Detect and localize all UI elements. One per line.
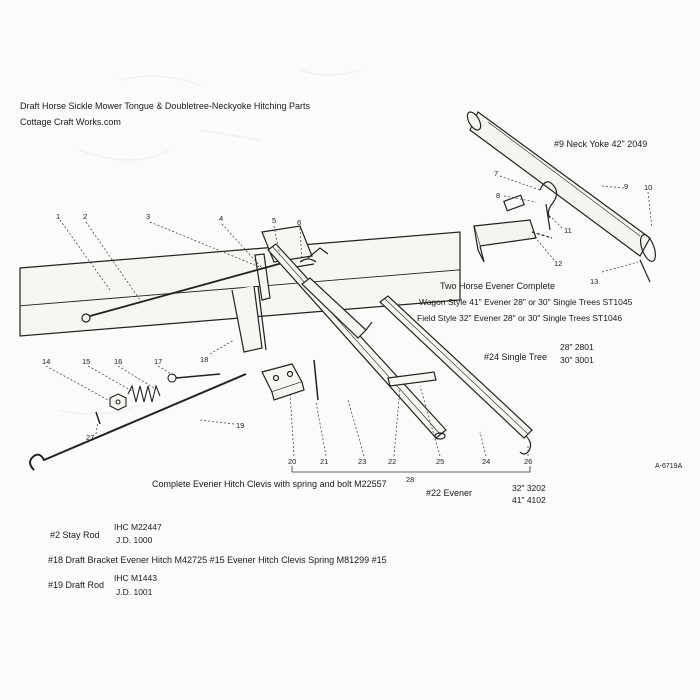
- callout-numbers: 1 2 3 4 5 6 7 8 9 10 11 12 13 14 15 16 1…: [42, 169, 652, 484]
- callout-26: 26: [524, 457, 532, 466]
- callout-14: 14: [42, 357, 50, 366]
- callout-17: 17: [154, 357, 162, 366]
- callout-11: 11: [564, 226, 572, 235]
- callout-8: 8: [496, 191, 500, 200]
- callout-16: 16: [114, 357, 122, 366]
- single-tree-tag: #24 Single Tree: [484, 352, 548, 362]
- tongue-beam-drawing: [19, 225, 461, 353]
- leader-lines: [45, 175, 653, 457]
- callout-22: 22: [388, 457, 396, 466]
- callout-1: 1: [56, 212, 60, 221]
- callout-23: 23: [358, 457, 366, 466]
- wagon-style-label: Wagon Style 41" Evener 28" or 30" Single…: [419, 297, 633, 307]
- callout-18: 18: [200, 355, 208, 364]
- neck-yoke-label: #9 Neck Yoke 42" 2049: [554, 139, 648, 149]
- clevis-complete-label: Complete Evener Hitch Clevis with spring…: [152, 479, 387, 489]
- single-tree-30: 30" 3001: [560, 355, 594, 365]
- evener-drawing: [261, 243, 533, 455]
- draft-rod-ihc: IHC M1443: [114, 573, 157, 583]
- part-28-bracket: [291, 466, 531, 473]
- hardware-drawing: [29, 373, 247, 471]
- callout-3: 3: [146, 212, 150, 221]
- callout-6: 6: [297, 218, 301, 227]
- single-tree-28: 28" 2801: [560, 342, 594, 352]
- stay-rod-tag: #2 Stay Rod: [50, 530, 100, 540]
- callout-24: 24: [482, 457, 490, 466]
- background-stains: [59, 69, 361, 415]
- drawing-id: A-6719A: [655, 463, 683, 470]
- stay-rod-jd: J.D. 1000: [116, 535, 153, 545]
- callout-13: 13: [590, 277, 598, 286]
- draft-rod-jd: J.D. 1001: [116, 587, 153, 597]
- neck-yoke-drawing: [466, 111, 656, 283]
- callout-9: 9: [624, 182, 628, 191]
- draft-bracket-label: #18 Draft Bracket Evener Hitch M42725 #1…: [48, 555, 387, 565]
- callout-27: 27: [86, 433, 94, 442]
- callout-15: 15: [82, 357, 90, 366]
- callout-4: 4: [219, 214, 223, 223]
- evener-complete-label: Two Horse Evener Complete: [440, 281, 556, 291]
- callout-28: 28: [406, 475, 414, 484]
- stay-rod-ihc: IHC M22447: [114, 522, 162, 532]
- callout-5: 5: [272, 216, 276, 225]
- callout-20: 20: [288, 457, 296, 466]
- site-name: Cottage Craft Works.com: [20, 117, 121, 127]
- callout-25: 25: [436, 457, 444, 466]
- field-style-label: Field Style 32" Evener 28" or 30" Single…: [417, 313, 623, 323]
- callout-19: 19: [236, 421, 244, 430]
- callout-21: 21: [320, 457, 328, 466]
- evener-41: 41" 4102: [512, 495, 546, 505]
- callout-10: 10: [644, 183, 652, 192]
- draft-rod-tag: #19 Draft Rod: [48, 580, 105, 590]
- evener-32: 32" 3202: [512, 483, 546, 493]
- callout-12: 12: [554, 259, 562, 268]
- callout-7: 7: [494, 169, 498, 178]
- callout-2: 2: [83, 212, 87, 221]
- evener-tag: #22 Evener: [426, 488, 473, 498]
- diagram-title: Draft Horse Sickle Mower Tongue & Double…: [20, 101, 310, 111]
